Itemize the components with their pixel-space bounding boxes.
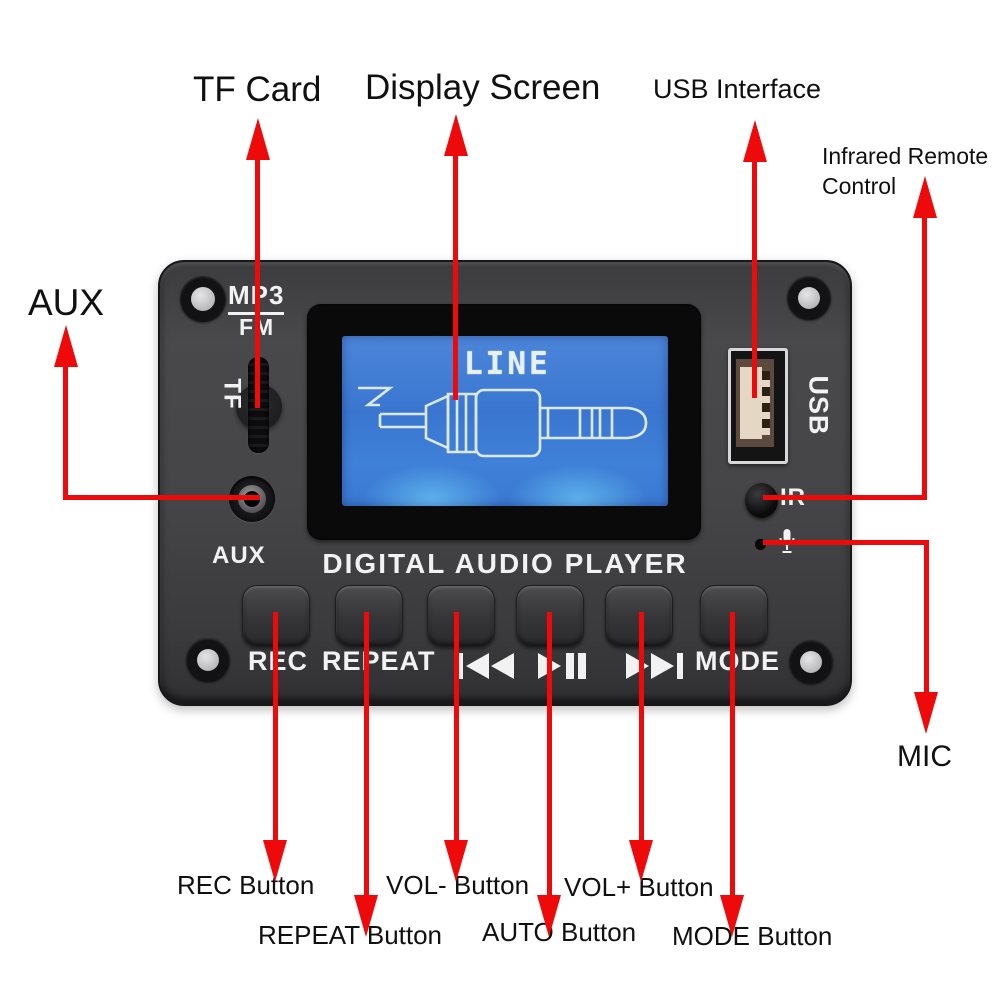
lcd-mode-text: LINE: [464, 346, 551, 382]
silkscreen-usb: USB: [803, 375, 834, 436]
arrow-mic-head: [914, 692, 938, 734]
mic-hole[interactable]: [755, 539, 766, 550]
callout-repeat-button: REPEAT Button: [258, 920, 443, 950]
arrow-mode-head: [720, 895, 744, 937]
arrow-aux-head: [54, 325, 78, 367]
button-mode[interactable]: [700, 585, 768, 647]
play-pause-icon: [538, 653, 586, 679]
caption-rec: REC: [248, 646, 309, 676]
screw-bottom-left: [186, 638, 230, 682]
arrow-ir-hline: [763, 495, 927, 500]
board-title: DIGITAL AUDIO PLAYER: [322, 548, 688, 579]
decoder-board: MP3 FM TF AUX LINE: [158, 260, 852, 706]
arrow-mic-hline: [763, 540, 929, 545]
screen-bezel: LINE: [307, 304, 701, 540]
screw-top-right: [787, 276, 831, 320]
callout-rec-button: REC Button: [177, 870, 315, 900]
arrow-auto-head: [537, 895, 561, 937]
arrow-vol-minus-head: [444, 840, 468, 882]
arrow-aux-hline: [63, 495, 260, 500]
button-prev-vol-minus[interactable]: [427, 585, 495, 647]
arrow-aux-vline: [63, 363, 68, 500]
arrow-mic-vline: [924, 540, 929, 692]
arrow-mode-line: [730, 612, 735, 895]
arrow-auto-line: [547, 612, 552, 895]
caption-mode: MODE: [695, 646, 780, 676]
arrow-tf-card-head: [246, 118, 270, 160]
callout-infrared-remote-line1: Infrared Remote: [822, 143, 989, 169]
arrow-display-line: [453, 152, 458, 400]
callout-display-screen: Display Screen: [365, 68, 601, 107]
callout-tf-card: TF Card: [193, 70, 322, 109]
previous-track-icon: [457, 653, 514, 679]
arrow-rec-head: [263, 840, 287, 882]
callout-aux: AUX: [28, 282, 105, 323]
caption-repeat: REPEAT: [322, 646, 436, 676]
screw-top-left: [180, 276, 226, 322]
usb-port-tongue: [740, 367, 762, 439]
arrow-ir-vline: [922, 214, 927, 500]
callout-mic: MIC: [897, 740, 952, 773]
usb-port-pins: [762, 371, 770, 435]
arrow-rec-line: [273, 612, 278, 840]
arrow-usb-head: [743, 120, 767, 162]
ir-receiver[interactable]: [745, 483, 778, 518]
arrow-vol-minus-line: [454, 612, 459, 840]
arrow-vol-plus-line: [639, 612, 644, 840]
button-repeat[interactable]: [335, 585, 403, 647]
arrow-display-head: [444, 114, 468, 156]
silkscreen-aux: AUX: [212, 542, 266, 569]
audio-jack-plug-icon: [358, 386, 648, 458]
arrow-repeat-line: [364, 612, 369, 895]
arrow-vol-plus-head: [629, 840, 653, 882]
callout-mode-button: MODE Button: [672, 921, 833, 951]
silkscreen-tf: TF: [218, 378, 246, 410]
arrow-repeat-head: [354, 895, 378, 937]
usb-port[interactable]: [728, 348, 788, 464]
screw-bottom-right: [789, 640, 833, 684]
callout-usb-interface: USB Interface: [653, 74, 822, 104]
arrow-usb-line: [752, 158, 757, 398]
callout-infrared-remote-line2: Control: [822, 173, 897, 199]
lcd-display: LINE: [342, 336, 668, 506]
arrow-ir-head: [913, 176, 937, 218]
arrow-tf-card-line: [255, 156, 260, 408]
next-track-icon: [626, 653, 683, 679]
